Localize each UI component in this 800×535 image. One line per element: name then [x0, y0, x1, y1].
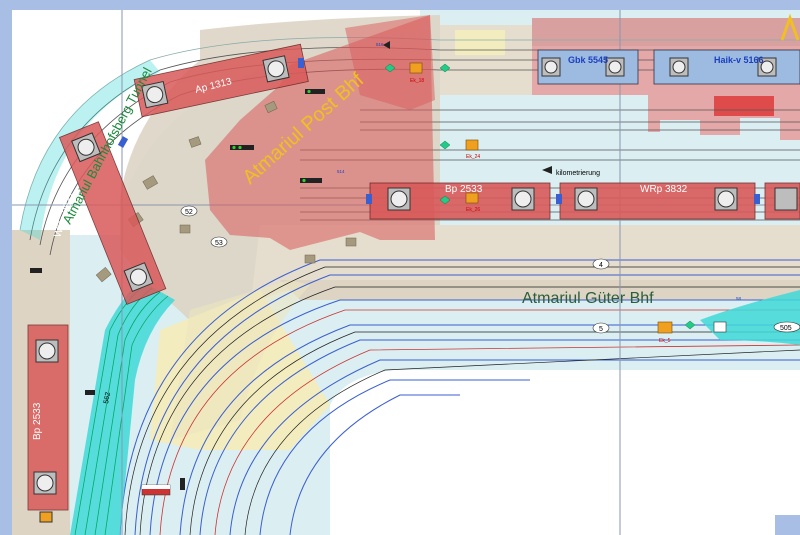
station-roof — [532, 18, 800, 46]
wagon-bp2533-left[interactable] — [27, 324, 69, 523]
wagon-bp2533-mid[interactable] — [369, 182, 551, 220]
yard-yellow-2 — [170, 280, 310, 440]
board-cutout-bottom — [330, 370, 800, 535]
track-number-52: 52 — [185, 209, 193, 216]
wagon-ap1313[interactable] — [133, 43, 309, 118]
wagon-wrp3832-mid[interactable] — [559, 182, 800, 220]
track-number-562: 562 — [103, 392, 112, 405]
wagon-haik5166[interactable] — [653, 49, 800, 85]
tag-58: 58 — [736, 296, 742, 301]
post-building-top — [345, 15, 435, 110]
tag-ek18: Ek_18 — [410, 78, 424, 84]
tag-ek26: Ek_26 — [466, 207, 480, 213]
track-number-5: 5 — [599, 326, 603, 333]
wagon-label-bp2533-mid: Bp 2533 — [445, 184, 483, 195]
wagon-gbk5545[interactable] — [537, 49, 639, 85]
green-markers — [384, 63, 696, 330]
label-kilometrierung: kilometrierung — [556, 170, 600, 177]
board-corner — [775, 515, 800, 535]
wagon-label-gbk5545: Gbk 5545 — [568, 55, 608, 65]
tag-ek5: Ek_5 — [659, 338, 671, 344]
label-gueter: Atmariul Güter Bhf — [522, 290, 654, 307]
station-red-block — [714, 96, 774, 116]
wagon-wrp3832-left[interactable] — [58, 121, 167, 305]
upper-yellow-box — [455, 30, 505, 55]
track-number-4: 4 — [599, 262, 603, 269]
joint-markers — [117, 58, 760, 204]
track-number-markers — [180, 205, 800, 334]
tag-516: 516 — [376, 42, 384, 47]
label-fragment-a — [780, 13, 800, 41]
wagon-label-bp2533-left: Bp 2533 — [32, 402, 43, 440]
track-number-505: 505 — [780, 325, 792, 332]
board-cutout-top — [120, 10, 420, 220]
wagon-label-wrp3832-mid: WRp 3832 — [640, 184, 688, 195]
ek-markers — [409, 62, 673, 334]
track-lines-blue — [119, 259, 800, 535]
tag-514: 514 — [337, 169, 345, 174]
wagon-label-haik5166: Haik-v 5166 — [714, 55, 764, 65]
tag-ek24: Ek_24 — [466, 154, 480, 160]
track-number-53: 53 — [215, 240, 223, 247]
ground-strip — [280, 280, 800, 300]
signals — [30, 41, 727, 496]
